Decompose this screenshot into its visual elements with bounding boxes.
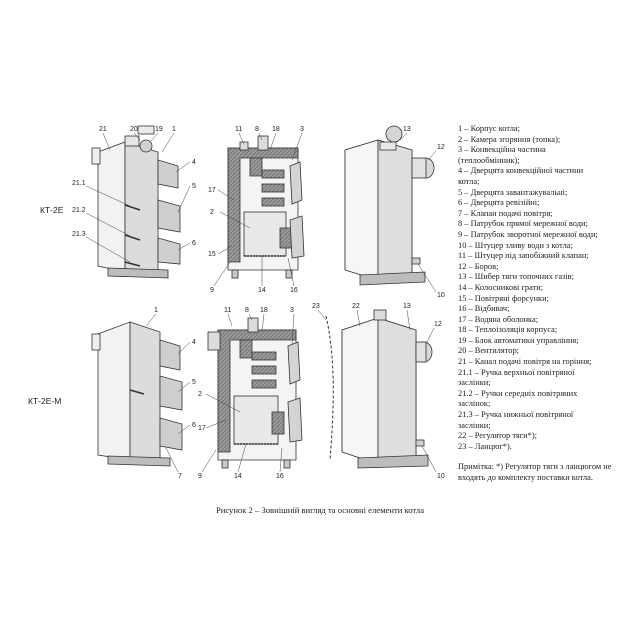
callout: 2 <box>198 391 202 398</box>
note-text: Примітка: *) Регулятор тяги з ланцюгом н… <box>458 462 612 482</box>
legend-item: 16 – Відбивач; <box>458 304 510 314</box>
callout: 19 <box>155 126 163 133</box>
callout: 16 <box>276 473 284 480</box>
legend-item: 23 – Ланцюг*). <box>458 441 512 451</box>
callout: 16 <box>290 287 298 294</box>
legend-item: 22 – Регулятор тяги*); <box>458 431 537 441</box>
legend-item: 3 – Конвекційна частина <box>458 145 546 155</box>
legend-item: 4 – Дверцята конвекційної частини <box>458 166 584 176</box>
legend-item: 21.3 – Ручка нижньої повітряної <box>458 410 574 420</box>
callout: 3 <box>290 307 294 314</box>
callout: 12 <box>437 144 445 151</box>
callout: 20 <box>130 126 138 133</box>
model-label-bottom: КТ-2Е-М <box>28 396 61 406</box>
callout: 7 <box>178 473 182 480</box>
callout: 15 <box>208 251 216 258</box>
boiler-rear-view-top <box>344 125 435 286</box>
figure-caption: Рисунок 2 – Зовнішній вигляд та основні … <box>215 505 425 515</box>
callout: 18 <box>272 126 280 133</box>
legend-item: 12 – Боров; <box>458 261 499 271</box>
callout: 11 <box>224 307 231 314</box>
legend-item: 6 – Дверцята ревізійні; <box>458 198 540 208</box>
callouts-top-middle: 11 8 18 3 17 2 15 9 14 16 <box>208 126 304 294</box>
legend-item: (теплообмінник); <box>458 155 520 165</box>
legend-item: 17 – Водяна оболонка; <box>458 314 539 324</box>
callout: 14 <box>234 473 242 480</box>
leader-lines-top-right <box>399 132 437 293</box>
callout: 11 <box>235 126 242 133</box>
callout: 21 <box>99 126 107 133</box>
callout: 1 <box>154 307 158 314</box>
callout: 8 <box>255 126 259 133</box>
legend-item: 15 – Повітряні форсунки; <box>458 293 549 303</box>
callouts-bottom-middle: 11 8 18 3 2 17 9 14 16 <box>198 307 294 480</box>
legend-item: 1 – Корпус котла; <box>458 124 520 133</box>
boiler-section-view-bottom <box>207 317 303 469</box>
leader-lines-bottom-middle <box>201 313 295 473</box>
legend-list: 1 – Корпус котла;2 – Камера згоряння (то… <box>458 124 636 452</box>
callout: 13 <box>403 126 411 133</box>
legend-item: 21.2 – Ручки середніх повітряних <box>458 388 578 398</box>
callout: 1 <box>172 126 176 133</box>
legend-item: 13 – Шибер тяги топочних газів; <box>458 272 574 282</box>
callout: 5 <box>192 183 196 190</box>
callout: 5 <box>192 379 196 386</box>
legend-item: 8 – Патрубок прямої мережної води; <box>458 219 588 229</box>
legend-item: 14 – Колосникові грати; <box>458 282 544 292</box>
legend-item: заслінки; <box>458 420 491 430</box>
boiler-front-view-top <box>91 125 181 279</box>
callout: 22 <box>352 303 360 310</box>
legend-item: 20 – Вентилятор; <box>458 346 519 356</box>
boiler-section-view-top <box>227 135 305 279</box>
callout: 4 <box>192 159 196 166</box>
callout: 3 <box>300 126 304 133</box>
callout: 21.1 <box>72 180 86 187</box>
legend-item: 19 – Блок автоматики управління; <box>458 335 579 345</box>
legend-item: котла; <box>458 176 480 186</box>
callout: 9 <box>210 287 214 294</box>
legend-item: заслінок; <box>458 399 491 409</box>
callout: 6 <box>192 422 196 429</box>
boiler-rear-view-bottom <box>325 309 433 469</box>
callout: 13 <box>403 303 411 310</box>
legend-item: 18 – Теплоізоляція корпуса; <box>458 325 558 335</box>
legend-item: заслінки; <box>458 378 491 388</box>
legend-item: 7 – Клапан подачі повітря; <box>458 208 553 218</box>
legend-item: 5 – Дверцята завантажувальні; <box>458 187 568 197</box>
callouts-top-left: 21 20 19 1 4 21.1 5 21.2 21.3 6 <box>72 126 196 247</box>
callout: 14 <box>258 287 266 294</box>
callout: 8 <box>245 307 249 314</box>
callout: 4 <box>192 339 196 346</box>
legend-item: 10 – Штуцер зливу води з котла; <box>458 240 573 250</box>
callouts-bottom-left: 1 4 5 6 7 <box>154 307 196 480</box>
leader-lines-top-middle <box>213 132 303 287</box>
model-label-top: КТ-2Е <box>40 205 64 215</box>
leader-lines-top-left <box>85 132 191 263</box>
callout: 17 <box>198 425 206 432</box>
leader-lines-bottom-left <box>145 313 191 473</box>
callout: 10 <box>437 473 445 480</box>
callout: 23 <box>312 303 320 310</box>
boiler-front-view-bottom <box>91 321 183 467</box>
callout: 21.3 <box>72 231 86 238</box>
callout: 10 <box>437 292 445 299</box>
legend-item: 21 – Канал подачі повітря на горіння; <box>458 357 592 367</box>
callout: 2 <box>210 209 214 216</box>
callout: 6 <box>192 240 196 247</box>
legend-item: 11 – Штуцер під запобіжний клапан; <box>458 251 589 261</box>
leader-lines-bottom-right <box>317 309 437 473</box>
callout: 9 <box>198 473 202 480</box>
callout: 18 <box>260 307 268 314</box>
callout: 12 <box>434 321 442 328</box>
callout: 21.2 <box>72 207 86 214</box>
callouts-top-right: 13 12 10 <box>403 126 445 299</box>
callout: 17 <box>208 187 216 194</box>
legend-item: 21.1 – Ручка верхньої повітряної <box>458 367 575 377</box>
callouts-bottom-right: 23 22 13 12 10 <box>312 303 445 480</box>
legend-item: 9 – Патрубок зворотної мережної води; <box>458 229 598 239</box>
legend-item: 2 – Камера згоряння (топка); <box>458 134 561 144</box>
